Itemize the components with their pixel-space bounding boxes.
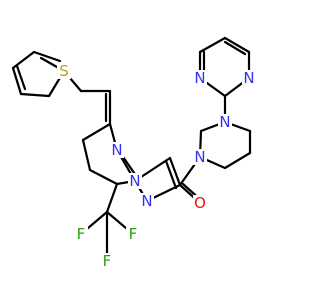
atom-s1: S [57,62,71,80]
atom-n-pyrimidine-2: N [242,69,256,87]
bond-line [223,151,252,170]
atom-n-piperazine-1: N [218,113,232,131]
atom-label-f: F [129,225,138,243]
atom-n-pyrimidine-1: N [193,69,207,87]
bond-line [164,159,178,190]
bond-line [105,182,119,214]
bond-line [19,92,51,98]
atom-layer: S N N N N N N N O F F F [57,62,256,270]
atom-label-n: N [194,69,205,87]
atom-label-n: N [194,148,205,166]
atom-f1: F [74,225,88,243]
atom-label-n: N [243,69,254,87]
atom-label-n: N [129,172,140,190]
atom-label-f: F [103,252,112,270]
bond-line [81,138,92,172]
atom-label-n: N [141,192,152,210]
atom-label-n: N [111,141,122,159]
atom-label-s: S [59,62,69,80]
atom-label-o: O [194,194,206,212]
bond-line [88,168,119,186]
atom-f3: F [100,252,114,270]
atom-n-ring-b: N [128,172,142,190]
bond-line [81,122,112,142]
bond-line [32,50,62,63]
bond-line [11,66,23,96]
atom-n-ring-a: N [110,141,124,159]
bond-line [15,64,27,91]
atom-n-piperazine-2: N [193,148,207,166]
atom-label-n: N [219,113,230,131]
bond-line [11,50,36,70]
atom-label-f: F [77,225,86,243]
bond-line [223,40,247,56]
bond-line [198,36,227,54]
bond-line [168,156,182,187]
molecule-diagram: S N N N N N N N O F F F [11,36,256,270]
atom-n-ring-c: N [140,192,154,210]
atom-f2: F [126,225,140,243]
atom-o1: O [193,194,207,212]
bond-line [223,36,251,54]
